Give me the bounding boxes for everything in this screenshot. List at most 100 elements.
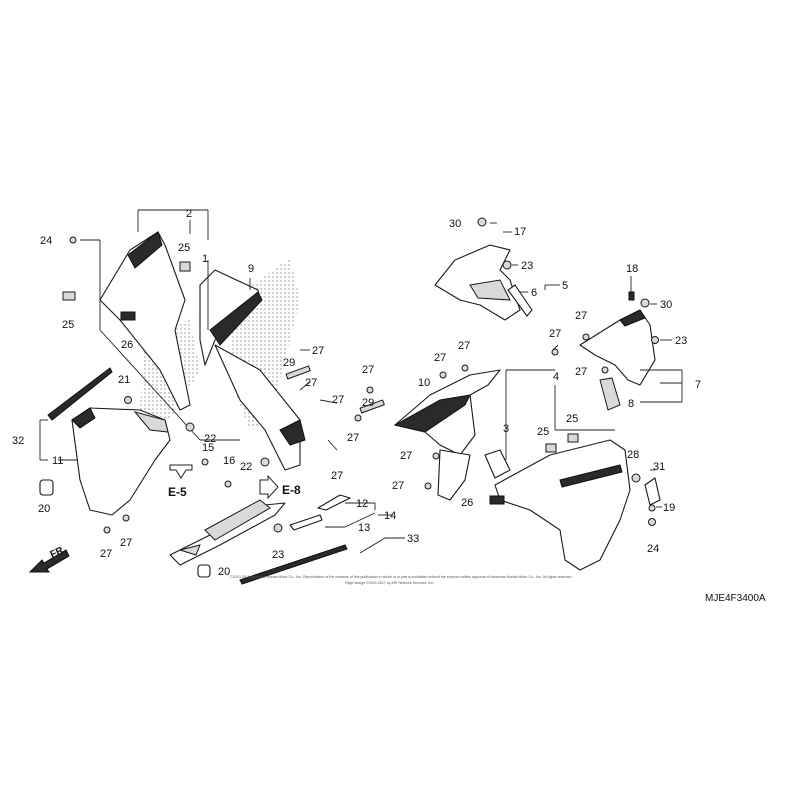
callout-23: 23 (521, 260, 533, 272)
callout-2: 2 (186, 208, 192, 220)
seal-12 (317, 494, 351, 511)
grommet-26 (120, 311, 136, 321)
bolt-24 (648, 518, 656, 526)
leader-lines-right (630, 276, 683, 403)
callout-1: 1 (202, 253, 208, 265)
leader-lines-upper-right (490, 222, 560, 351)
callout-27: 27 (392, 480, 404, 492)
callout-25: 25 (62, 319, 74, 331)
clip-25 (179, 261, 191, 272)
leader-lines-left (80, 209, 338, 451)
callout-27: 27 (100, 548, 112, 560)
under-cowl-tip (178, 544, 201, 556)
callout-16: 16 (223, 455, 235, 467)
callout-27: 27 (331, 470, 343, 482)
cover-7 (579, 309, 656, 386)
inner-panel-top-edge (127, 231, 163, 269)
clip-25 (545, 443, 557, 453)
callout-31: 31 (653, 461, 665, 473)
middle-cowl-inner-panel (99, 231, 191, 411)
bolt-30 (640, 298, 650, 308)
callout-6: 6 (531, 287, 537, 299)
callout-labels: 2 1 25 24 25 26 9 27 29 27 27 27 21 32 1… (12, 208, 701, 578)
drawing-code: MJE4F3400A (705, 593, 766, 604)
screw-16 (224, 480, 232, 488)
callout-25: 25 (537, 426, 549, 438)
callout-27: 27 (575, 366, 587, 378)
ref-e8-arrow-icon (259, 474, 279, 500)
grommet-20 (197, 564, 211, 578)
callout-29: 29 (362, 397, 374, 409)
callout-33: 33 (407, 533, 419, 545)
under-cowl-14 (169, 502, 286, 566)
bolt-27 (601, 366, 609, 374)
callout-22: 22 (204, 433, 216, 445)
clip-25 (62, 291, 76, 301)
callout-25: 25 (566, 413, 578, 425)
callout-14: 14 (384, 510, 396, 522)
bolt-27 (461, 364, 469, 372)
stripe-32 (47, 367, 113, 421)
callout-20: 20 (218, 566, 230, 578)
callout-11: 11 (52, 455, 63, 467)
bolt-24 (69, 236, 77, 244)
inner-cover-5-vent (469, 279, 511, 301)
callout-27: 27 (575, 310, 587, 322)
callout-9: 9 (248, 263, 254, 275)
callout-27: 27 (312, 345, 324, 357)
callout-18: 18 (626, 263, 638, 275)
callout-13: 13 (358, 522, 370, 534)
callout-15: 15 (202, 442, 214, 454)
leader-lines-lower-left (39, 419, 405, 554)
copyright-line-2: Page design ©2004-2017 by ARI Network Se… (345, 581, 434, 585)
lower-panel-edge (279, 419, 306, 446)
lower-cowl-right-stripe (559, 464, 623, 488)
callout-22: 22 (240, 461, 252, 473)
screw-23 (273, 523, 283, 533)
inner-cover-upper-assembly (434, 217, 559, 356)
middle-cowl-right-edge (393, 394, 471, 433)
ref-e8: E-8 (259, 474, 301, 500)
bolt-21 (124, 396, 132, 404)
cover-7-assembly (579, 291, 659, 411)
grommet-20 (39, 479, 54, 496)
lower-cowl-11 (71, 407, 171, 516)
lower-cowl-11-edge (71, 407, 96, 429)
seal-13 (289, 514, 323, 531)
callout-27: 27 (434, 352, 446, 364)
bolt-19 (648, 504, 656, 512)
bolt-27 (432, 452, 440, 460)
callout-4: 4 (553, 371, 559, 383)
callout-29: 29 (283, 357, 295, 369)
clip-22 (260, 457, 270, 467)
front-arrow-icon (28, 549, 70, 573)
callout-27: 27 (305, 377, 317, 389)
panel-9-edge (209, 291, 263, 346)
callout-27: 27 (400, 450, 412, 462)
screw-15 (201, 458, 209, 466)
bolt-27 (424, 482, 432, 490)
callout-26: 26 (121, 339, 133, 351)
lower-cowl-11-vent (133, 411, 169, 433)
callout-25: 25 (178, 242, 190, 254)
callout-20: 20 (38, 503, 50, 515)
callout-24: 24 (647, 543, 659, 555)
callout-28: 28 (627, 449, 639, 461)
grommet-26 (489, 495, 505, 505)
callout-7: 7 (695, 379, 701, 391)
callout-32: 32 (12, 435, 24, 447)
callout-26: 26 (461, 497, 473, 509)
stripe-33 (239, 544, 348, 585)
callout-10: 10 (418, 377, 430, 389)
callout-24: 24 (40, 235, 52, 247)
strip-29 (285, 365, 311, 380)
bolt-27 (122, 514, 130, 522)
callout-27: 27 (120, 537, 132, 549)
bolt-27 (103, 526, 111, 534)
bolt-27 (366, 386, 374, 394)
cover-3 (484, 449, 511, 479)
copyright-footer: ©2013-2016 American Honda Motor Co., Inc… (230, 575, 572, 585)
callout-27: 27 (362, 364, 374, 376)
callout-19: 19 (663, 502, 675, 514)
lower-cowl-right-4 (494, 439, 631, 571)
